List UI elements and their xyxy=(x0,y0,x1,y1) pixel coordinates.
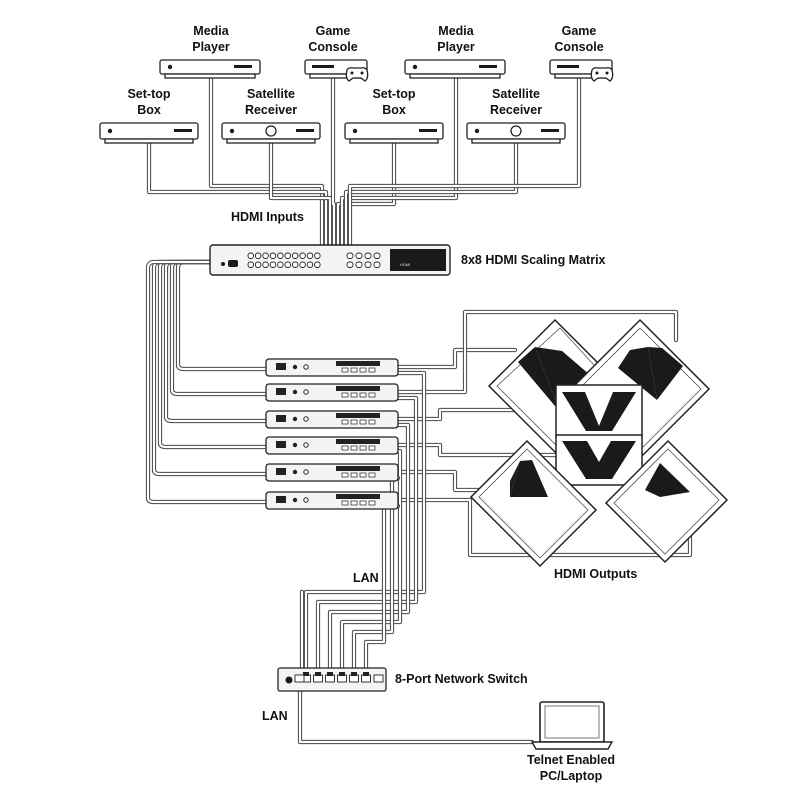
display-icon xyxy=(555,384,643,438)
cable xyxy=(164,260,270,423)
game-console-1-device xyxy=(304,59,369,82)
hdmi-receiver-icon xyxy=(265,491,399,510)
matrix-button-panel xyxy=(247,252,381,268)
cable xyxy=(298,688,534,744)
cable xyxy=(396,443,558,457)
hdmi-receiver-stack xyxy=(265,358,399,510)
cable xyxy=(147,141,328,250)
cable xyxy=(328,423,410,674)
lan-bottom-label: LAN xyxy=(262,709,288,723)
game-console-2-label-l1: Game xyxy=(562,24,597,38)
settop-1-label-l2: Box xyxy=(137,103,161,117)
cable xyxy=(146,140,329,251)
cable xyxy=(395,469,493,493)
media-player-1-device xyxy=(159,59,261,79)
media-player-2-label-l1: Media xyxy=(438,24,474,38)
satellite-1-label-l2: Receiver xyxy=(245,103,297,117)
cable xyxy=(170,260,270,396)
media-player-1-label-l2: Player xyxy=(192,40,230,54)
satellite-receiver-2-device xyxy=(466,122,566,144)
cable xyxy=(316,396,418,674)
cable xyxy=(396,348,517,369)
satellite-receiver-1-device xyxy=(221,122,321,144)
hdmi-receiver-icon xyxy=(265,383,399,402)
hdmi-receiver-icon xyxy=(265,463,399,482)
cable xyxy=(175,259,271,372)
satellite-2-label-l1: Satellite xyxy=(492,87,540,101)
hdmi-inputs-label: HDMI Inputs xyxy=(231,210,304,224)
cable xyxy=(396,310,678,394)
cable xyxy=(348,76,581,250)
hdmi-receiver-icon xyxy=(265,436,399,455)
game-console-2-device xyxy=(549,59,614,82)
source-labels: Media Player Game Console Media Player G… xyxy=(127,24,603,117)
cable xyxy=(395,347,518,370)
cable xyxy=(344,141,518,250)
laptop-icon xyxy=(530,701,614,750)
media-player-1-label-l1: Media xyxy=(193,24,229,38)
cable xyxy=(343,140,519,251)
cable xyxy=(209,76,324,250)
settop-2-label-l2: Box xyxy=(382,103,406,117)
hdmi-matrix-device: HDMI xyxy=(209,244,451,276)
display-icon xyxy=(604,439,729,564)
game-console-1-label-l2: Console xyxy=(308,40,357,54)
matrix-label: 8x8 HDMI Scaling Matrix xyxy=(461,253,606,267)
cable xyxy=(304,371,426,674)
cable xyxy=(169,259,271,397)
cable xyxy=(396,498,692,557)
settop-box-1-device xyxy=(99,122,199,144)
network-switch-label: 8-Port Network Switch xyxy=(395,672,528,686)
cable xyxy=(331,76,336,250)
hdmi-outputs-label: HDMI Outputs xyxy=(554,567,637,581)
settop-1-label-l1: Set-top xyxy=(127,87,170,101)
game-console-1-label-l1: Game xyxy=(316,24,351,38)
svg-text:HDMI: HDMI xyxy=(400,262,410,267)
laptop-label-l1: Telnet Enabled xyxy=(527,753,615,767)
cable-group xyxy=(145,75,693,745)
hdmi-receiver-icon xyxy=(265,410,399,429)
game-console-2-label-l2: Console xyxy=(554,40,603,54)
cable xyxy=(269,141,332,250)
cable xyxy=(163,259,271,424)
cable xyxy=(336,141,396,250)
media-player-2-label-l2: Player xyxy=(437,40,475,54)
media-player-2-device xyxy=(404,59,506,79)
hdmi-receiver-icon xyxy=(265,358,399,377)
cable xyxy=(146,260,270,504)
cable xyxy=(396,408,558,421)
cable xyxy=(340,449,402,674)
cable xyxy=(396,470,492,492)
cable xyxy=(340,76,458,250)
satellite-2-label-l2: Receiver xyxy=(490,103,542,117)
lan-top-label: LAN xyxy=(353,571,379,585)
network-switch-icon xyxy=(277,667,387,692)
settop-2-label-l1: Set-top xyxy=(372,87,415,101)
display-icon xyxy=(555,434,643,486)
laptop-label-l2: PC/Laptop xyxy=(540,769,603,783)
gamepad-icon xyxy=(345,67,369,82)
satellite-1-label-l1: Satellite xyxy=(247,87,295,101)
gamepad-icon xyxy=(590,67,614,82)
display-wall xyxy=(469,318,729,568)
settop-box-2-device xyxy=(344,122,444,144)
display-icon xyxy=(469,439,598,568)
cable xyxy=(176,260,270,371)
cable xyxy=(297,687,535,745)
